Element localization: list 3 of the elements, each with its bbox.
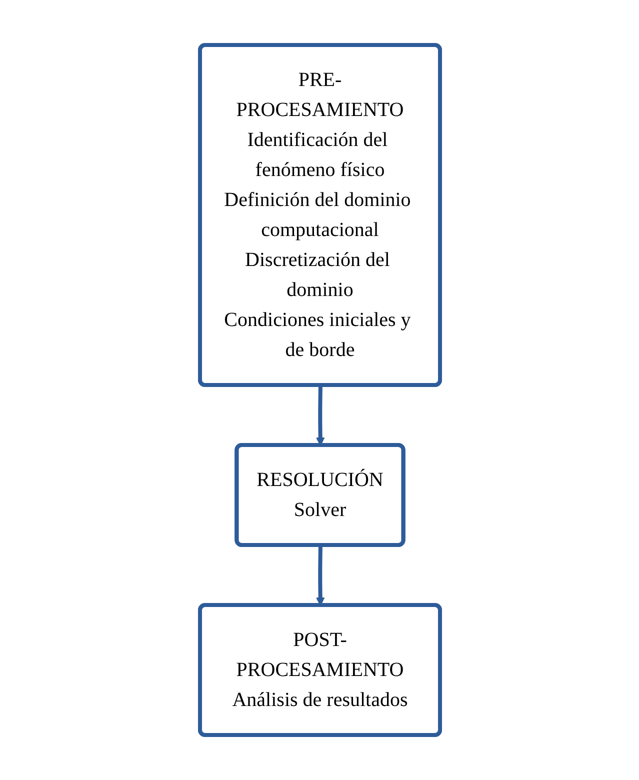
- arrow: [315, 545, 324, 606]
- arrow: [315, 385, 324, 446]
- node-text: PRE-PROCESAMIENTO Identificación del fenómeno físico Definición del dominio computacional Discretización del dominio Condiciones iniciales y de borde: [224, 69, 410, 361]
